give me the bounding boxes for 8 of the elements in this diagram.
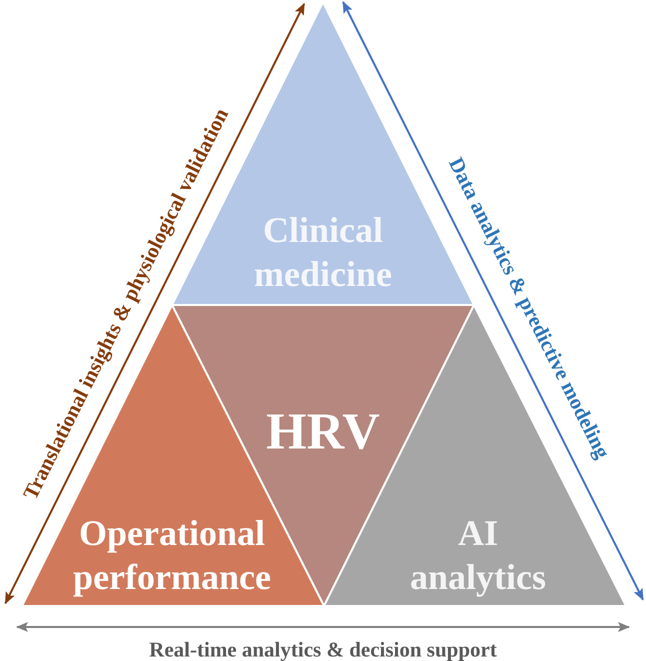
- node-label: AI analytics: [410, 512, 546, 599]
- node-label: HRV: [266, 402, 380, 462]
- double-headed-arrow: [4, 2, 306, 604]
- node-label: Operational performance: [73, 512, 271, 599]
- node-label: Clinical medicine: [254, 209, 392, 296]
- double-headed-arrow: [342, 1, 644, 601]
- double-headed-arrow: [16, 622, 630, 632]
- edge-label: Real-time analytics & decision support: [149, 640, 497, 660]
